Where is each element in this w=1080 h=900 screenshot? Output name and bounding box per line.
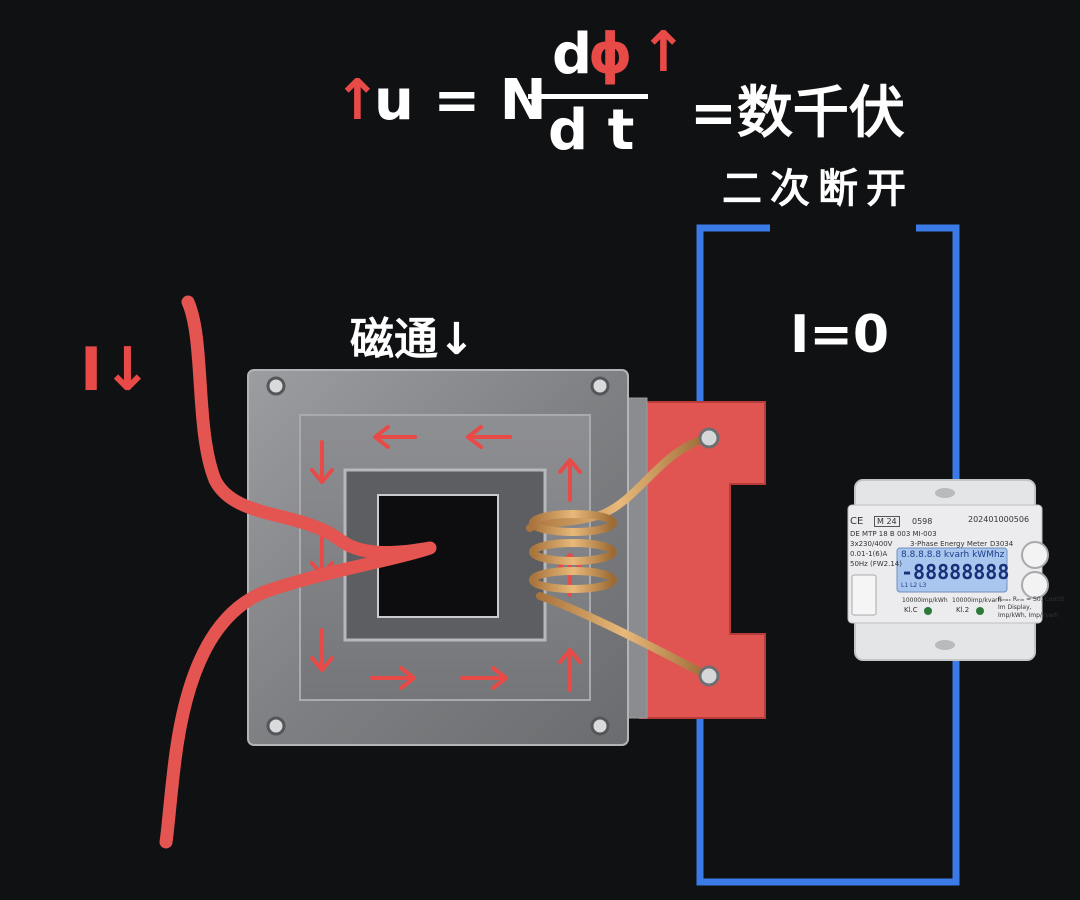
- flux-arrows: [310, 425, 582, 692]
- primary-conductor: [159, 295, 437, 849]
- formula-u-equals-n: u = N: [374, 68, 547, 133]
- meter-imp-kvarh: 10000imp/kvarh: [952, 597, 1002, 604]
- current-zero-label: I=0: [790, 305, 890, 365]
- meter-model-no: D3034: [990, 540, 1014, 548]
- meter-firmware: (FW2.14): [870, 560, 902, 568]
- meter-freq: 50Hz: [850, 560, 868, 568]
- voltage-rise-arrow: ↑: [334, 68, 381, 133]
- meter-current: 0.01-1(6)A: [850, 550, 888, 558]
- meter-kl1: Kl.C: [904, 606, 918, 614]
- meter-note: Rₘₐₓ Rₘᵢₙ = S0. ComSt Im Display, Imp/kW…: [998, 596, 1065, 619]
- secondary-circuit-wire: [696, 224, 960, 886]
- meter-kl2: Kl.2: [956, 606, 970, 614]
- meter-voltage: 3x230/400V: [850, 540, 893, 548]
- terminal-block: [639, 401, 766, 719]
- meter-model: DE MTP 18 B 003 MI-003: [850, 530, 937, 538]
- flux-label-text: 磁通: [350, 314, 438, 365]
- meter-lcd-main: -88888888: [901, 560, 1010, 584]
- fraction-bar: [528, 94, 648, 99]
- meter-code-0598: 0598: [912, 517, 933, 526]
- current-I-text: I: [80, 335, 103, 405]
- meter-serial: 202401000506: [968, 515, 1030, 524]
- corner-screws: [266, 376, 610, 736]
- formula-numerator-phi: ϕ: [588, 22, 633, 87]
- transformer-core: [247, 369, 648, 746]
- formula-numerator-d: d: [552, 22, 593, 87]
- energy-meter: [847, 479, 1049, 661]
- flux-decrease-arrow: ↓: [438, 314, 475, 365]
- meter-m-code: M 24: [874, 516, 900, 527]
- formula-result: =数千伏: [690, 81, 905, 146]
- meter-type: 3-Phase Energy Meter: [910, 540, 988, 548]
- meter-lcd-top: 8.8.8.8.8 kvarh kWMhz: [901, 550, 1005, 560]
- meter-ce-mark: CE: [850, 516, 864, 527]
- current-decrease-arrow: ↓: [102, 335, 153, 405]
- formula-denominator: d t: [548, 98, 635, 163]
- meter-lcd-small: L1 L2 L3: [901, 582, 927, 589]
- primary-current-label: I↓: [80, 335, 153, 405]
- meter-imp-kwh: 10000imp/kWh: [902, 597, 948, 604]
- secondary-winding: [526, 434, 712, 680]
- flux-rate-rise-arrow: ↑: [640, 20, 687, 85]
- secondary-open-label: 二次断开: [722, 166, 914, 212]
- winding-terminals: [698, 427, 720, 687]
- flux-label: 磁通↓: [350, 303, 475, 367]
